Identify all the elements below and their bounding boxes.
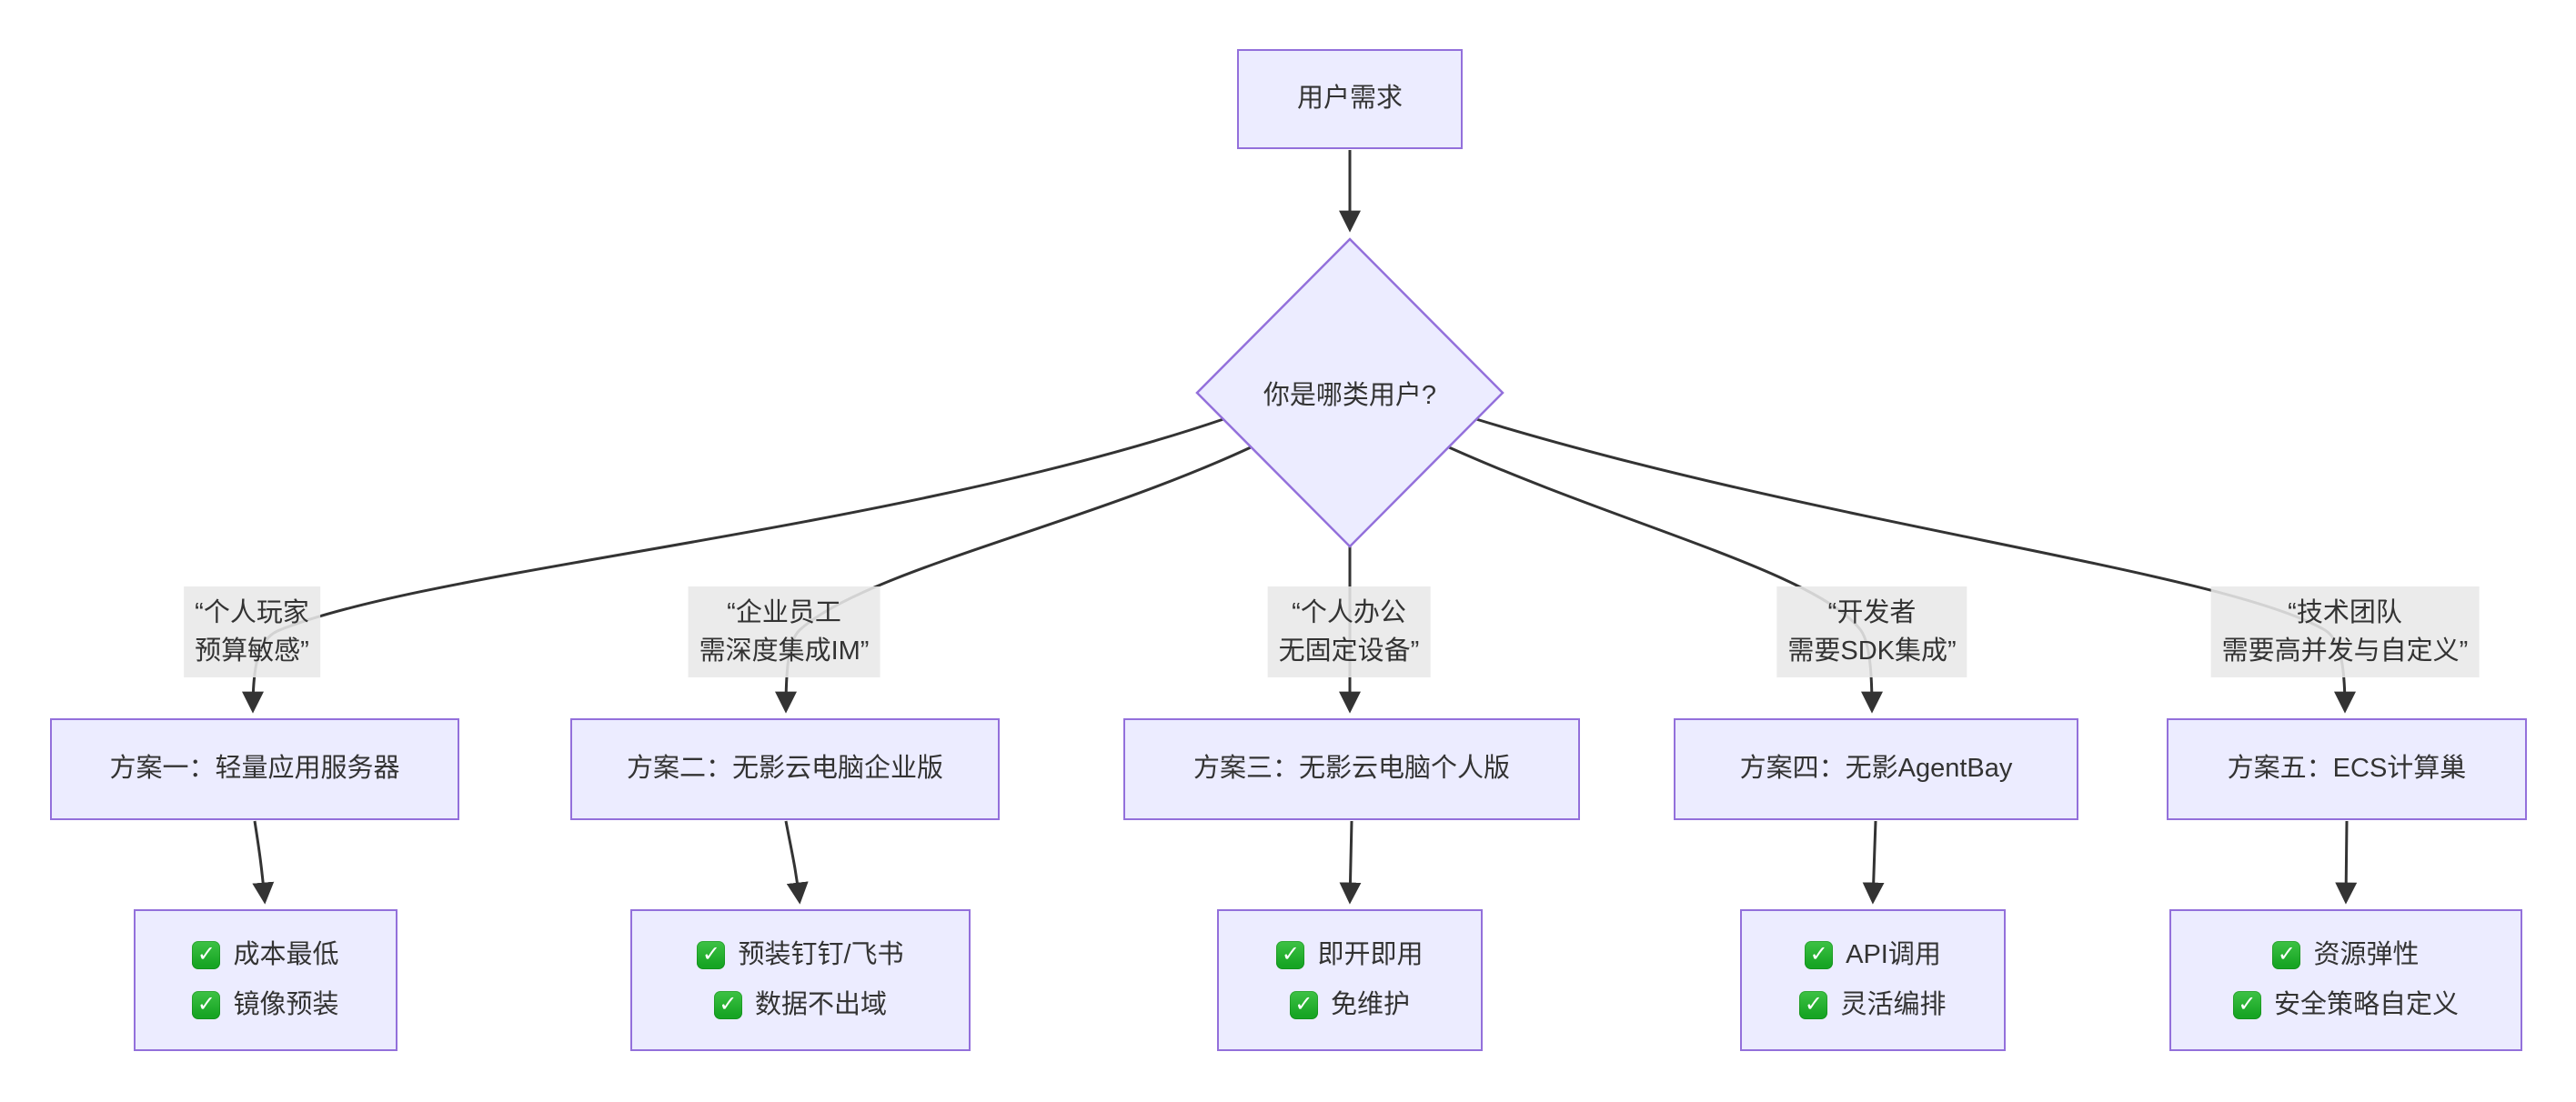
solution-node-4-label: 方案四：无影AgentBay: [1739, 754, 2013, 784]
condition-label-5-line2: 需要高并发与自定义”: [2221, 636, 2469, 666]
solution-node-4: 方案四：无影AgentBay: [1674, 718, 2078, 820]
check-icon: ✓: [2232, 991, 2261, 1020]
decision-diamond-shape: [1195, 237, 1504, 548]
benefits-box-5: ✓ 资源弹性 ✓ 安全策略自定义: [2169, 909, 2522, 1051]
benefit-item: ✓ 安全策略自定义: [2232, 987, 2459, 1023]
solution-node-2-label: 方案二：无影云电脑企业版: [626, 754, 943, 784]
edge-solution-4-to-benefits: [1862, 820, 1885, 905]
check-icon: ✓: [2272, 940, 2301, 969]
solution-node-3-label: 方案三：无影云电脑个人版: [1192, 754, 1510, 784]
benefit-item: ✓ 资源弹性: [2272, 937, 2420, 973]
condition-label-3-line2: 无固定设备”: [1278, 636, 1420, 666]
solution-node-1-label: 方案一：轻量应用服务器: [109, 754, 400, 784]
condition-label-4-line2: 需要SDK集成”: [1787, 636, 1957, 666]
root-node: 用户需求: [1237, 49, 1463, 149]
check-icon: ✓: [1289, 991, 1318, 1020]
benefit-item: ✓ 免维护: [1289, 987, 1410, 1023]
condition-label-2-line2: 需深度集成IM”: [699, 636, 870, 666]
condition-label-5-line1: “技术团队: [2288, 598, 2402, 627]
benefits-box-2: ✓ 预装钉钉/飞书 ✓ 数据不出域: [630, 909, 971, 1051]
check-icon: ✓: [697, 940, 726, 969]
benefit-text: 免维护: [1330, 990, 1410, 1019]
solution-node-5-label: 方案五：ECS计算巢: [2227, 754, 2467, 784]
check-icon: ✓: [1276, 940, 1305, 969]
root-node-label: 用户需求: [1296, 84, 1403, 114]
condition-label-1-line2: 预算敏感”: [195, 636, 309, 666]
condition-label-1-line1: “个人玩家: [195, 598, 309, 627]
decision-node-label: 你是哪类用户?: [1263, 381, 1437, 410]
benefit-item: ✓ 成本最低: [192, 937, 339, 973]
benefit-text: 预装钉钉/飞书: [738, 939, 904, 969]
condition-label-5: “技术团队 需要高并发与自定义”: [2210, 586, 2480, 678]
benefit-item: ✓ 预装钉钉/飞书: [697, 937, 904, 973]
benefit-text: 资源弹性: [2313, 939, 2420, 969]
benefit-text: 即开即用: [1317, 939, 1424, 969]
benefit-text: 灵活编排: [1840, 990, 1947, 1019]
condition-label-4: “开发者 需要SDK集成”: [1776, 586, 1967, 678]
benefit-text: 数据不出域: [754, 990, 887, 1019]
benefit-text: 成本最低: [233, 939, 339, 969]
benefits-box-3: ✓ 即开即用 ✓ 免维护: [1217, 909, 1483, 1051]
check-icon: ✓: [192, 991, 221, 1020]
solution-node-3: 方案三：无影云电脑个人版: [1123, 718, 1580, 820]
check-icon: ✓: [1799, 991, 1828, 1020]
condition-label-2-line1: “企业员工: [727, 598, 841, 627]
condition-label-3: “个人办公 无固定设备”: [1267, 586, 1431, 678]
edge-solution-5-to-benefits: [2335, 820, 2358, 905]
solution-node-2: 方案二：无影云电脑企业版: [570, 718, 1000, 820]
condition-label-4-line1: “开发者: [1827, 598, 1917, 627]
benefit-item: ✓ 灵活编排: [1799, 987, 1947, 1023]
benefits-box-1: ✓ 成本最低 ✓ 镜像预装: [134, 909, 397, 1051]
check-icon: ✓: [713, 991, 742, 1020]
benefit-item: ✓ 镜像预装: [192, 987, 339, 1023]
benefit-item: ✓ 数据不出域: [713, 987, 887, 1023]
solution-node-5: 方案五：ECS计算巢: [2167, 718, 2527, 820]
benefits-box-4: ✓ API调用 ✓ 灵活编排: [1740, 909, 2006, 1051]
check-icon: ✓: [1805, 940, 1834, 969]
condition-label-1: “个人玩家 预算敏感”: [184, 586, 320, 678]
condition-label-3-line1: “个人办公: [1292, 598, 1406, 627]
benefit-item: ✓ API调用: [1805, 937, 1941, 973]
edge-solution-3-to-benefits: [1339, 820, 1362, 905]
edge-solution-2-to-benefits: [784, 820, 809, 905]
condition-label-2: “企业员工 需深度集成IM”: [688, 586, 880, 678]
benefit-text: 安全策略自定义: [2273, 990, 2459, 1019]
edge-solution-1-to-benefits: [252, 820, 275, 905]
benefit-text: API调用: [1846, 939, 1941, 969]
solution-node-1: 方案一：轻量应用服务器: [50, 718, 459, 820]
benefit-text: 镜像预装: [233, 990, 339, 1019]
benefit-item: ✓ 即开即用: [1276, 937, 1424, 973]
check-icon: ✓: [192, 940, 221, 969]
